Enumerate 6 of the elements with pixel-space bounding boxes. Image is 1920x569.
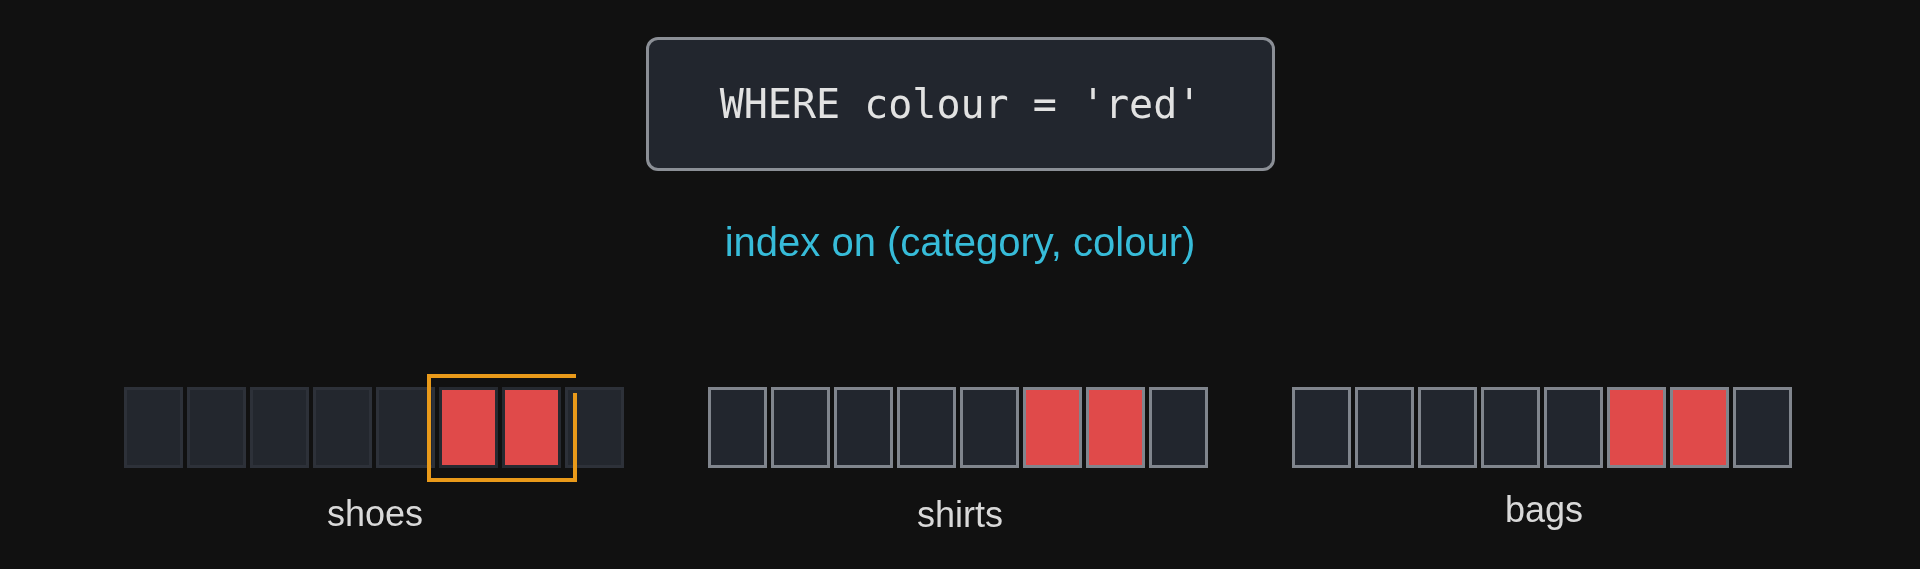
group-label: shirts xyxy=(917,497,1003,533)
query-box xyxy=(646,37,1275,171)
index-caption: index on (category, colour) xyxy=(724,222,1196,262)
sql-query-text: WHERE colour = 'red' xyxy=(719,84,1202,124)
group-label: shoes xyxy=(326,496,424,532)
group-label: bags xyxy=(1504,492,1584,528)
